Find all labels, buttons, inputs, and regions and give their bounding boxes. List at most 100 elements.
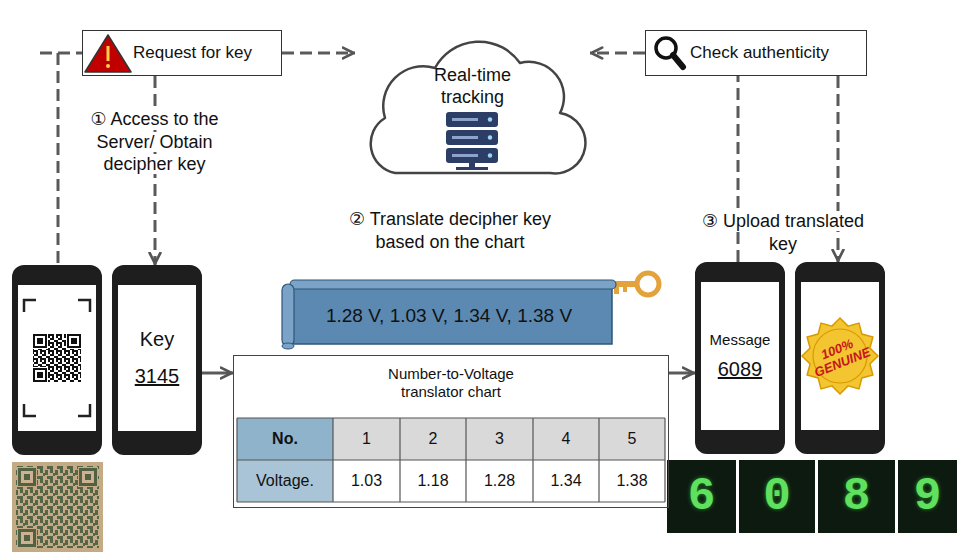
table-cell: 1.03 <box>351 472 382 490</box>
check-box: Check authenticity <box>645 30 867 76</box>
server-icon <box>446 148 498 163</box>
solid-arrow <box>669 372 695 375</box>
phone-screen: 100% GENUINE <box>795 262 885 454</box>
digit-photo-digit-holder: 8 <box>818 460 895 533</box>
phone-screen: Message 6089 <box>695 262 785 454</box>
phone-screen: Key 3145 <box>112 265 202 455</box>
step-label-holder: ② Translate decipher key based on the ch… <box>322 208 578 253</box>
warning-icon <box>85 35 131 72</box>
key-icon <box>623 286 627 292</box>
scroll-roll <box>282 284 294 346</box>
table-grid <box>237 418 665 502</box>
dashed-arrow <box>837 76 840 262</box>
table-cell-holder: No. <box>237 418 333 460</box>
digit-photo-digit: 6 <box>688 471 716 523</box>
table-cell: 4 <box>562 430 571 448</box>
screen-heading: Message <box>710 331 771 348</box>
table-cell-holder: 1.34 <box>533 460 599 502</box>
server-slot <box>452 136 478 139</box>
cloud-label: Real-time tracking <box>413 65 533 108</box>
table-cell: 1.34 <box>550 472 581 490</box>
digit-photo-digit-holder: 0 <box>739 460 815 533</box>
digit-photo-digit: 9 <box>914 471 942 523</box>
message-number: 6089 <box>718 358 763 381</box>
qr-finder <box>37 372 43 378</box>
table-cell: 5 <box>628 430 637 448</box>
warning-mark <box>106 64 110 68</box>
scroll-curl <box>282 343 294 349</box>
server-icon <box>446 130 498 145</box>
digit-photo-digit-holder: 9 <box>898 460 957 533</box>
table-cell-holder: 1.18 <box>400 460 466 502</box>
qr-finder <box>71 338 77 344</box>
table-cell: 1.38 <box>616 472 647 490</box>
table-value-row <box>333 460 665 502</box>
table-cell-holder: 1 <box>333 418 400 460</box>
key-icon <box>637 273 659 295</box>
table-cell-holder: Voltage. <box>237 460 333 502</box>
dashed-arrow <box>282 52 355 55</box>
key-scroll: 1.28 V, 1.03 V, 1.34 V, 1.38 V <box>278 276 620 352</box>
table-cell: 2 <box>429 430 438 448</box>
qr-finder <box>33 334 47 348</box>
table-cell-holder: 2 <box>400 418 466 460</box>
qr-finder <box>67 334 81 348</box>
table-cell: 1.18 <box>417 472 448 490</box>
step-label-holder: ① Access to the Server/ Obtain decipher … <box>62 108 247 176</box>
box-label: Check authenticity <box>690 43 829 63</box>
scroll-roll <box>290 280 616 289</box>
server-slot <box>452 118 478 121</box>
qr-finder <box>33 368 47 382</box>
genuine-badge <box>802 318 878 394</box>
server-light <box>488 153 492 157</box>
request-box: Request for key <box>82 30 282 76</box>
server-slot <box>452 154 478 157</box>
digit-photo <box>739 460 815 533</box>
digit-photo <box>667 460 736 533</box>
table-cell-holder: 1.03 <box>333 460 400 502</box>
box-label: Request for key <box>133 43 252 63</box>
scan-bracket <box>24 300 90 416</box>
table-title: Number-to-Voltage translator chart <box>364 365 539 401</box>
qr-finder <box>37 338 43 344</box>
table-cell: 3 <box>495 430 504 448</box>
table-cell: 1 <box>362 430 371 448</box>
magnifier-icon <box>673 55 683 67</box>
qr-finder <box>35 370 45 380</box>
dashed-arrow <box>590 52 645 55</box>
server-icon <box>446 112 498 127</box>
qr-quiet <box>32 367 48 383</box>
digit-photo-digit: 8 <box>843 471 871 523</box>
cloud-node: Real-time tracking <box>355 3 590 188</box>
cloud-outline <box>371 42 586 174</box>
dashed-line <box>737 76 740 262</box>
table-header-cell <box>237 418 333 460</box>
step-label: ① Access to the Server/ Obtain decipher … <box>88 109 220 174</box>
genuine-badge-text: 100% GENUINE <box>804 330 876 381</box>
qr-finder <box>69 336 79 346</box>
server-stand <box>456 167 488 170</box>
solid-arrow <box>202 372 233 375</box>
table-cell-holder: 4 <box>533 418 599 460</box>
screen-heading: Key <box>140 328 174 351</box>
table-cell-holder: 1.38 <box>599 460 665 502</box>
qr-finder <box>35 336 45 346</box>
qr-quiet <box>66 333 82 349</box>
voltage-sequence: 1.28 V, 1.03 V, 1.34 V, 1.38 V <box>326 305 572 327</box>
server-light <box>488 117 492 121</box>
step-label: ③ Upload translated key <box>700 211 866 254</box>
qr-photo <box>12 462 103 552</box>
phone-body <box>12 265 102 455</box>
table-header-row <box>333 418 665 460</box>
step-label-holder: ③ Upload translated key <box>688 210 878 255</box>
key-number: 3145 <box>135 365 180 388</box>
qr-photo-tint <box>12 462 103 552</box>
step-label: ② Translate decipher key based on the ch… <box>347 209 553 252</box>
qr-quiet <box>32 333 48 349</box>
digit-photo-digit-holder: 6 <box>667 460 736 533</box>
digit-photo-digit: 0 <box>763 471 791 523</box>
qr-code <box>33 334 81 382</box>
table-cell-holder: 3 <box>466 418 533 460</box>
server-light <box>488 135 492 139</box>
